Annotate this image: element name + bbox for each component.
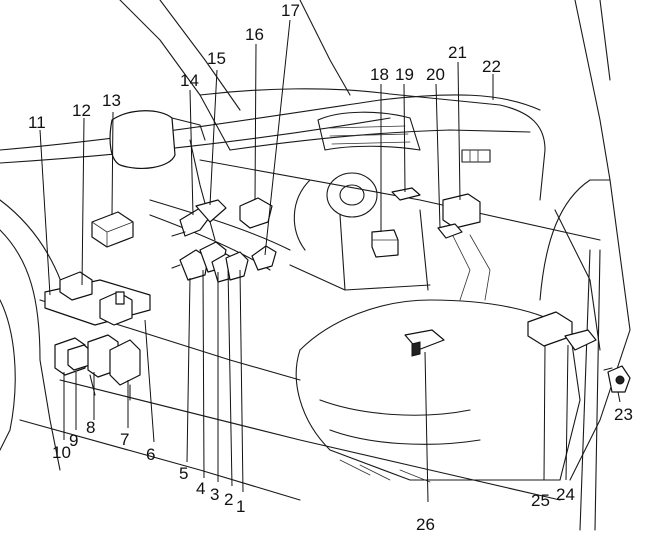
component-24-25 (527, 311, 597, 351)
component-26 (404, 329, 445, 357)
relay-cluster-center (171, 241, 249, 283)
callout-22: 22 (482, 57, 501, 76)
callout-26: 26 (416, 515, 435, 534)
component-18 (371, 229, 399, 258)
callout-11: 11 (28, 113, 46, 132)
callout-7: 7 (120, 430, 129, 449)
bracket-assembly-left (44, 271, 151, 326)
callout-17: 17 (281, 1, 300, 20)
callout-10: 10 (52, 443, 71, 462)
callout-16: 16 (245, 25, 264, 44)
callout-15: 15 (207, 49, 226, 68)
leader-lines (39, 19, 621, 503)
component-20-21 (437, 193, 481, 239)
side-mirror (109, 110, 206, 170)
callout-24: 24 (556, 485, 575, 504)
callout-8: 8 (86, 418, 95, 437)
component-19 (391, 187, 421, 201)
component-13 (91, 211, 134, 248)
component-23 (603, 365, 631, 393)
callout-18: 18 (370, 65, 389, 84)
callout-19: 19 (395, 65, 414, 84)
component-16 (239, 197, 273, 229)
callout-12: 12 (72, 101, 91, 120)
callout-6: 6 (146, 445, 155, 464)
callout-21: 21 (448, 43, 467, 62)
callout-5: 5 (179, 464, 188, 483)
callout-14: 14 (180, 71, 199, 90)
relay-group-lower-left (54, 334, 141, 401)
component-14 (171, 199, 227, 237)
callout-13: 13 (102, 91, 121, 110)
callout-4: 4 (196, 479, 205, 498)
callout-25: 25 (531, 491, 550, 510)
callout-23: 23 (614, 405, 633, 424)
interior-outline (0, 0, 631, 531)
component-17 (251, 245, 277, 271)
callout-1: 1 (236, 497, 245, 516)
callout-3: 3 (210, 485, 219, 504)
callout-20: 20 (426, 65, 445, 84)
callout-labels: 1 2 3 4 5 6 7 8 9 10 11 12 13 14 15 16 1… (28, 1, 633, 534)
callout-9: 9 (69, 431, 78, 450)
callout-2: 2 (224, 490, 233, 509)
